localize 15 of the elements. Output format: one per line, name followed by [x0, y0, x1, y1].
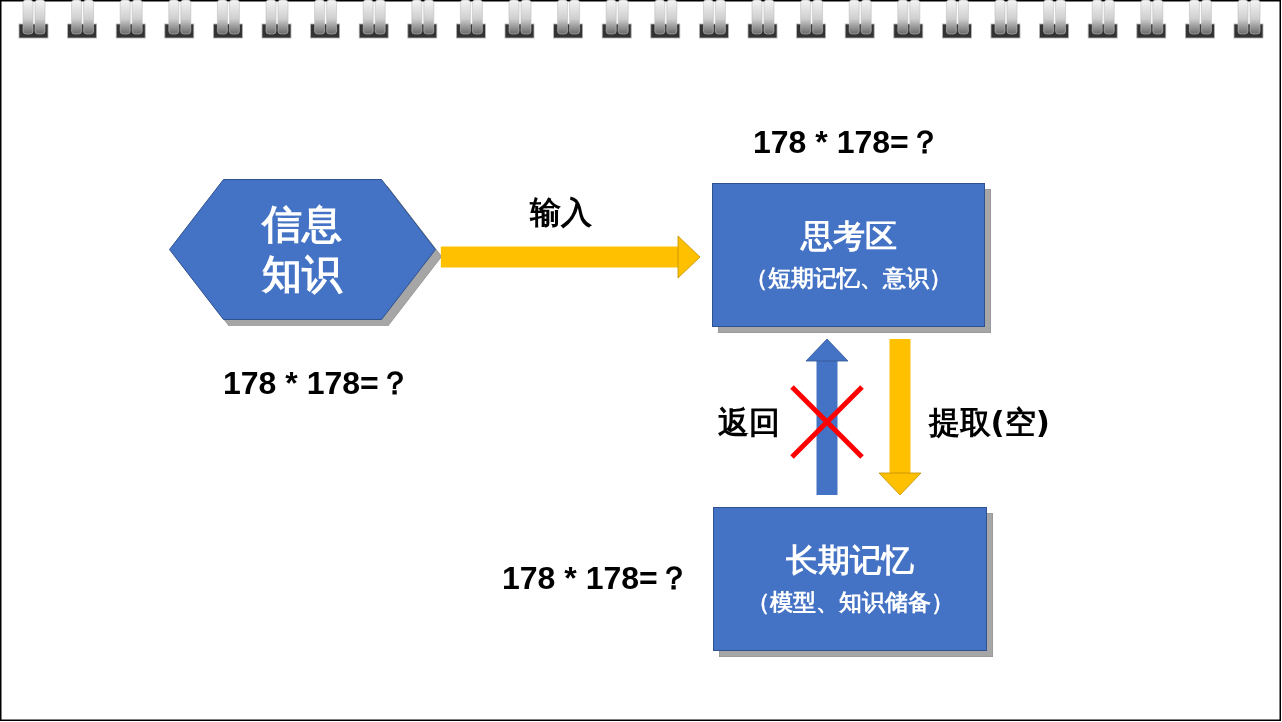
- node-title: 信息知识: [260, 200, 344, 299]
- node-caption: 178 * 178=？: [502, 559, 690, 598]
- node-caption: 178 * 178=？: [753, 123, 941, 162]
- edge-label: 输入: [528, 193, 594, 231]
- process-box: [712, 183, 991, 333]
- block-arrow: [440, 235, 701, 279]
- node-subtitle: （模型、知识储备）: [746, 587, 954, 617]
- block-arrow: [805, 338, 849, 495]
- node-subtitle: （短期记忆、意识）: [745, 263, 952, 293]
- block-arrow: [878, 339, 922, 496]
- process-hexagon: [169, 179, 441, 326]
- node-title: 思考区: [800, 216, 897, 258]
- node-caption: 178 * 178=？: [223, 364, 411, 403]
- process-box: [713, 507, 993, 657]
- node-title: 长期记忆: [786, 540, 914, 582]
